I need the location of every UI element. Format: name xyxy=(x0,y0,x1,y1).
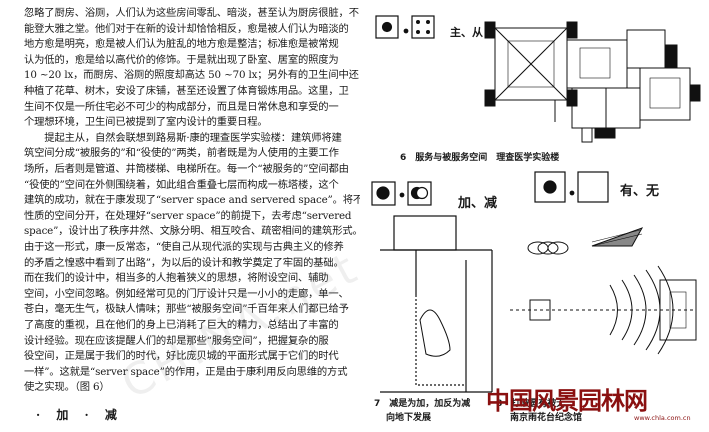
text-line: 能登大雅之堂。他们对于在新的设计却恰恰相反，愈是被人们认为暗淡的 xyxy=(24,22,349,35)
text-line: “役使的”空间在外侧围绕着，如此组合重叠七层而构成一栋塔楼，这个 xyxy=(24,178,339,191)
text-line: 10 ~20 lx，而厨房、浴厕的照度却高达 50 ~70 lx；另外有的卫生间… xyxy=(24,69,359,82)
site-logo-url: www.chla.com.cn xyxy=(634,414,691,422)
text-line: 役空间，正是属于我们的时代，好比庞贝城的平面形式属于它们的时代 xyxy=(24,350,339,363)
figures-svg xyxy=(371,15,701,393)
text-line: 由于这一形式，康一反常态，“使自己从现代派的实现与古典主义的修养 xyxy=(24,241,344,253)
figure6-caption: 6 服务与被服务空间 理查医学实验楼 xyxy=(400,153,560,163)
text-line: 的矛盾之惶惑中看到了出路”，为以后的设计和教学奠定了牢固的基础。 xyxy=(24,256,344,269)
rings-and-waves xyxy=(510,227,697,355)
text-line: 使之实现。（图 6） xyxy=(24,381,110,394)
richards-lab-plan xyxy=(484,21,701,143)
underground-section xyxy=(380,215,493,393)
site-logo: 中国风景园林网 xyxy=(486,386,648,415)
text-line: 地方愈是明亮，愈是被人们认为脏乱的地方愈是整洁；标准愈是被常规 xyxy=(24,38,339,51)
text-line: 认为低的，愈是给以高代价的修饰。于是就出现了卧室、居室的照度为 xyxy=(24,53,339,66)
text-line: 一样”。这就是“server space”的作用，正是由于康利用反向思维的方式 xyxy=(24,365,348,378)
figure8-caption-line1: 8 打破圆有被无 xyxy=(496,399,566,409)
text-line: 性质的空间分开，在处理好“server space”的前提下，去考虑“serve… xyxy=(24,209,352,222)
figures-panel: 主、从 6 服务与被服务空间 理查医学实验楼 加、减 有、无 7 减是为加，加反… xyxy=(360,0,709,428)
figure7-caption-line2: 向地下发展 xyxy=(386,413,432,423)
text-line: 空间，小空间忽略。例如经常可见的门厅设计只是一小小的走廊，单一、 xyxy=(24,287,349,300)
text-line: 筑空间分成“被服务的”和“役使的”两类，前者既是为人使用的主要工作 xyxy=(24,147,339,160)
text-line: 场所，后者则是管道、井筒楼梯、电梯所在。每一个“被服务的”空间都由 xyxy=(24,163,349,175)
text-line: 苍白，毫无生气，极缺人情味；那些“被服务空间”千百年来人们都已给予 xyxy=(24,303,349,316)
text-line: 设计经验。现在应该提醒人们的却是那些“服务空间”，把握复杂的服 xyxy=(24,334,329,347)
legend-zhucong-label: 主、从 xyxy=(450,26,483,39)
figure8-caption-line2: 南京雨花台纪念馆 xyxy=(510,413,583,423)
text-line: 建筑的成功，就在于康发现了“server space and servered … xyxy=(24,194,360,207)
text-line: 了高度的重视，且在他们的身上已消耗了巨大的精力，总结出了丰富的 xyxy=(24,319,339,331)
text-line: 而在我们的设计中，相当多的人抱着狭义的思想，将附设空间、辅助 xyxy=(24,272,329,285)
legend-jiajian-label: 加、减 xyxy=(458,196,498,211)
text-line: 生间不仅是一所住宅必不可少的构成部分，而且是日常休息和享受的一 xyxy=(24,100,339,113)
legend-jiajian-icon xyxy=(371,181,432,206)
text-line: 种植了花草、树木，安设了床铺，甚至还设置了体育锻炼用品。这里，卫 xyxy=(24,85,349,97)
legend-zhucong-icon xyxy=(375,15,435,39)
text-line: 个理想环境，卫生间已被提到了室内设计的重要日程。 xyxy=(24,116,268,129)
legend-youwu-icon xyxy=(534,171,609,203)
figure7-caption-line1: 7 减是为加，加反为减 xyxy=(374,399,471,409)
text-line: space”，设计出了秩序井然、文脉分明、相互咬合、疏密相间的建筑形式。 xyxy=(24,225,360,238)
text-line: 忽略了厨房、浴厕，人们认为这些房间零乱、暗淡，甚至认为厨房很脏，不 xyxy=(24,7,359,19)
text-line: 提起主从，自然会联想到路易斯·康的理查医学实验楼：建筑师将建 xyxy=(24,131,342,144)
legend-youwu-label: 有、无 xyxy=(620,184,660,199)
section-heading-jia-jian: · 加 · 减 xyxy=(36,408,123,422)
